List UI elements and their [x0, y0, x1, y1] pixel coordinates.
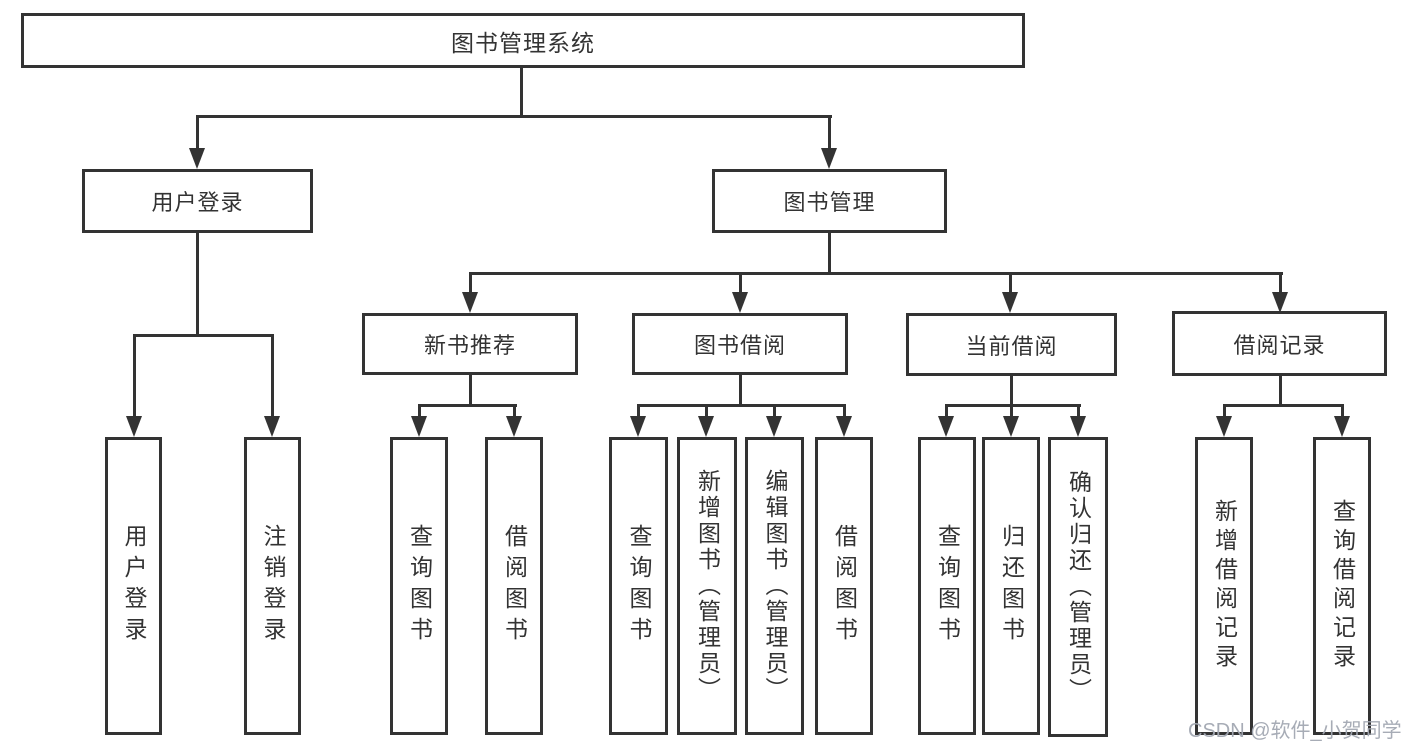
connector-line	[739, 375, 742, 406]
arrow-down-icon	[1272, 292, 1288, 313]
arrow-down-icon	[1003, 416, 1019, 437]
connector-line	[705, 404, 708, 416]
leaf-cb-confirm-return: 确认归还（管理员）	[1048, 437, 1108, 737]
connector-line	[469, 272, 472, 293]
leaf-logout: 注销登录	[244, 437, 301, 735]
connector-line	[271, 334, 274, 416]
arrow-down-icon	[836, 416, 852, 437]
node-user-login: 用户登录	[82, 169, 313, 233]
connector-line	[133, 334, 136, 416]
arrow-down-icon	[732, 292, 748, 313]
connector-line	[1077, 404, 1080, 416]
leaf-br-search-record-label: 查询借阅记录	[1329, 499, 1356, 673]
leaf-rec-borrow-books-label: 借阅图书	[501, 524, 528, 648]
arrow-down-icon	[821, 148, 837, 169]
connector-line	[1279, 376, 1282, 406]
arrow-down-icon	[506, 416, 522, 437]
connector-line	[133, 334, 274, 337]
leaf-br-add-record: 新增借阅记录	[1195, 437, 1253, 735]
leaf-bb-edit-books-label: 编辑图书（管理员）	[762, 469, 788, 703]
leaf-bb-borrow-books: 借阅图书	[815, 437, 873, 735]
leaf-br-add-record-label: 新增借阅记录	[1211, 499, 1238, 673]
leaf-rec-search-books: 查询图书	[390, 437, 448, 735]
node-root: 图书管理系统	[21, 13, 1025, 68]
node-book-borrow-label: 图书借阅	[693, 333, 786, 358]
connector-line	[828, 115, 831, 150]
node-current-borrow: 当前借阅	[906, 313, 1117, 376]
connector-line	[945, 404, 1081, 407]
arrow-down-icon	[189, 148, 205, 169]
leaf-user-login-label: 用户登录	[121, 524, 147, 648]
node-current-borrow-label: 当前借阅	[965, 333, 1058, 359]
connector-line	[418, 404, 517, 407]
node-book-borrow: 图书借阅	[632, 313, 848, 375]
leaf-br-search-record: 查询借阅记录	[1313, 437, 1371, 735]
connector-line	[418, 404, 421, 416]
node-book-mgmt-label: 图书管理	[783, 190, 876, 215]
leaf-cb-return-books: 归还图书	[982, 437, 1040, 735]
leaf-bb-add-books-label: 新增图书（管理员）	[694, 469, 721, 703]
leaf-logout-label: 注销登录	[260, 524, 286, 648]
arrow-down-icon	[462, 292, 478, 313]
connector-line	[1009, 272, 1012, 293]
node-book-mgmt: 图书管理	[712, 169, 947, 233]
leaf-cb-return-books-label: 归还图书	[998, 524, 1025, 648]
arrow-down-icon	[630, 416, 646, 437]
arrow-down-icon	[264, 416, 280, 437]
connector-line	[513, 404, 516, 416]
node-new-book-rec-label: 新书推荐	[423, 333, 516, 358]
connector-line	[196, 115, 832, 118]
arrow-down-icon	[1070, 416, 1086, 437]
leaf-cb-search-books: 查询图书	[918, 437, 976, 735]
node-borrow-records-label: 借阅记录	[1233, 332, 1326, 358]
arrow-down-icon	[411, 416, 427, 437]
leaf-bb-edit-books: 编辑图书（管理员）	[745, 437, 804, 735]
leaf-rec-search-books-label: 查询图书	[406, 524, 433, 648]
connector-line	[828, 233, 831, 274]
node-root-label: 图书管理系统	[451, 29, 595, 56]
leaf-bb-add-books: 新增图书（管理员）	[677, 437, 737, 735]
connector-line	[469, 272, 1283, 275]
connector-line	[469, 375, 472, 406]
node-borrow-records: 借阅记录	[1172, 311, 1387, 376]
watermark: CSDN @软件_小贺同学	[1188, 720, 1402, 742]
connector-line	[1223, 404, 1344, 407]
leaf-bb-search-books: 查询图书	[609, 437, 668, 735]
connector-line	[1341, 404, 1344, 416]
connector-line	[196, 115, 199, 150]
connector-line	[1223, 404, 1226, 416]
arrow-down-icon	[1216, 416, 1232, 437]
connector-line	[1010, 376, 1013, 406]
connector-line	[637, 404, 640, 416]
leaf-rec-borrow-books: 借阅图书	[485, 437, 543, 735]
connector-line	[1010, 404, 1013, 416]
node-user-login-label: 用户登录	[151, 190, 244, 215]
leaf-cb-confirm-return-label: 确认归还（管理员）	[1065, 470, 1092, 704]
connector-line	[520, 68, 523, 118]
arrow-down-icon	[1002, 292, 1018, 313]
arrow-down-icon	[938, 416, 954, 437]
leaf-bb-borrow-books-label: 借阅图书	[831, 524, 858, 648]
arrow-down-icon	[698, 416, 714, 437]
arrow-down-icon	[1334, 416, 1350, 437]
arrow-down-icon	[126, 416, 142, 437]
leaf-bb-search-books-label: 查询图书	[626, 524, 652, 648]
connector-line	[773, 404, 776, 416]
connector-line	[843, 404, 846, 416]
node-new-book-rec: 新书推荐	[362, 313, 578, 375]
connector-line	[637, 404, 846, 407]
connector-line	[945, 404, 948, 416]
leaf-cb-search-books-label: 查询图书	[934, 524, 961, 648]
leaf-user-login: 用户登录	[105, 437, 162, 735]
connector-line	[196, 233, 199, 336]
connector-line	[1279, 272, 1282, 293]
arrow-down-icon	[766, 416, 782, 437]
connector-line	[739, 272, 742, 293]
